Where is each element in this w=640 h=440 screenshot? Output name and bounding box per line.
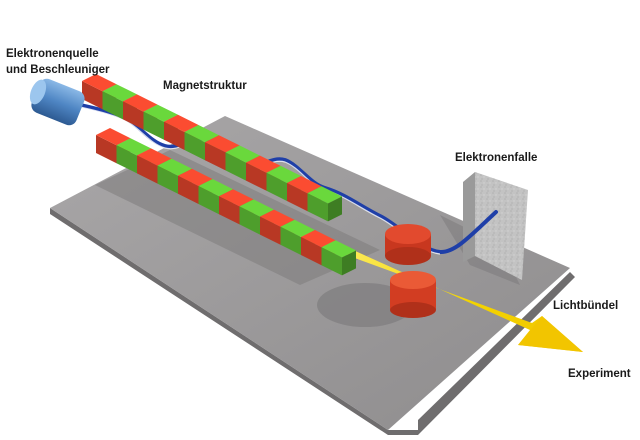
upper-block-top — [266, 165, 301, 183]
lower-block-top — [321, 240, 356, 258]
undulator-lower-row — [96, 128, 356, 276]
upper-block-front — [143, 111, 164, 140]
upper-block-top — [102, 84, 137, 102]
upper-block-front — [307, 193, 328, 222]
upper-block-front — [123, 101, 144, 130]
lower-block-top — [157, 158, 192, 176]
lower-block-front — [260, 216, 281, 245]
label-source-line2: und Beschleuniger — [6, 64, 110, 76]
lower-block-front — [321, 247, 342, 276]
lower-block-front — [301, 237, 322, 266]
lower-block-top — [260, 209, 295, 227]
upper-block-top — [205, 135, 240, 153]
lower-block-front — [280, 226, 301, 255]
upper-block-top — [143, 104, 178, 122]
lower-block-front — [239, 206, 260, 235]
lower-block-front — [219, 196, 240, 225]
upper-block-front — [82, 81, 103, 110]
label-light-beam: Lichtbündel — [553, 300, 619, 312]
upper-block-top — [287, 176, 322, 194]
upper-block-front — [287, 183, 308, 212]
lower-block-top — [178, 168, 213, 186]
upper-block-top — [164, 114, 199, 132]
label-experiment: Experiment — [568, 368, 631, 380]
lower-block-top — [280, 219, 315, 237]
upper-block-front — [102, 91, 123, 120]
upper-block-top — [123, 94, 158, 112]
lower-block-front — [178, 175, 199, 204]
lower-block-top — [96, 128, 131, 146]
lower-block-front — [96, 135, 117, 164]
lower-block-front — [198, 186, 219, 215]
upper-block-front — [225, 152, 246, 181]
lower-block-top — [219, 189, 254, 207]
upper-block-front — [184, 132, 205, 161]
lower-block-top — [239, 199, 274, 217]
lower-block-side — [342, 250, 356, 276]
upper-block-top — [307, 186, 342, 204]
upper-block-top — [225, 145, 260, 163]
upper-block-front — [205, 142, 226, 171]
lower-block-top — [198, 179, 233, 197]
undulator-upper-row — [82, 74, 342, 222]
electron-source — [29, 78, 85, 126]
upper-block-side — [328, 196, 342, 222]
dipole-magnet-icon — [385, 224, 436, 318]
arrow-icon — [518, 316, 583, 352]
lower-block-top — [116, 138, 151, 156]
upper-block-top — [82, 74, 117, 92]
upper-block-front — [246, 162, 267, 191]
label-electron-trap: Elektronenfalle — [455, 152, 538, 164]
bend-magnet-shadow — [317, 283, 413, 327]
label-electron-source: Elektronenquelle und Beschleuniger — [6, 46, 110, 78]
label-source-line1: Elektronenquelle — [6, 48, 99, 60]
upper-block-top — [246, 155, 281, 173]
lower-block-front — [116, 145, 137, 174]
lower-block-top — [137, 148, 172, 166]
label-magnet-structure: Magnetstruktur — [163, 80, 247, 92]
electron-trap-side — [463, 172, 475, 262]
electron-trap-block — [475, 172, 528, 280]
upper-block-top — [184, 125, 219, 143]
upper-block-front — [164, 121, 185, 150]
upper-block-front — [266, 172, 287, 201]
lower-block-top — [301, 230, 336, 248]
light-beam — [300, 226, 583, 352]
lower-block-front — [137, 155, 158, 184]
lower-block-front — [157, 165, 178, 194]
